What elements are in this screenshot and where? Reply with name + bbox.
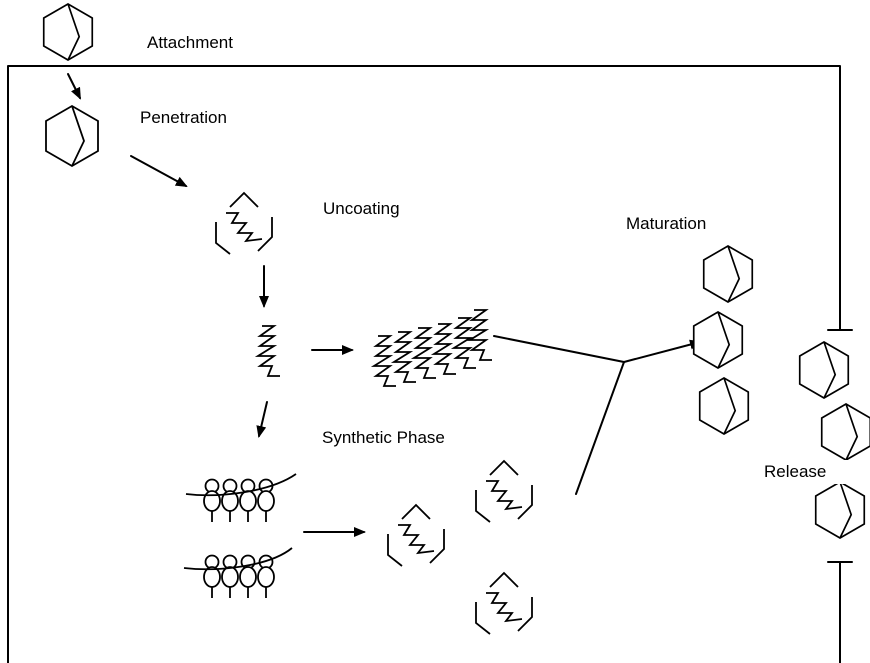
converging-arrow-to-maturation xyxy=(493,335,702,495)
released-genome-icon xyxy=(257,325,281,377)
uncoating-capsid-icon xyxy=(215,192,273,255)
label-attachment: Attachment xyxy=(147,33,233,52)
arrow-penetration-to-uncoating xyxy=(130,155,188,187)
release-label-group: Release xyxy=(762,460,870,484)
penetration-virion-icon xyxy=(45,105,99,167)
label-uncoating: Uncoating xyxy=(323,199,400,218)
polyribosome-icon-top xyxy=(185,473,297,523)
polyribosome-icon-bottom xyxy=(183,547,293,599)
assembling-capsids-icon xyxy=(387,460,533,635)
cell-boundary xyxy=(7,65,853,663)
attachment-virion-icon xyxy=(38,3,98,61)
label-penetration: Penetration xyxy=(140,108,227,127)
label-synthetic-phase: Synthetic Phase xyxy=(322,428,445,447)
released-virions-icon xyxy=(798,341,870,539)
label-release: Release xyxy=(764,462,826,481)
mature-virions-icon xyxy=(692,245,754,435)
label-maturation: Maturation xyxy=(626,214,706,233)
replicated-genomes-icon xyxy=(373,309,493,387)
arrow-attachment-to-penetration xyxy=(67,73,81,100)
arrow-genome-to-translation xyxy=(256,401,268,438)
